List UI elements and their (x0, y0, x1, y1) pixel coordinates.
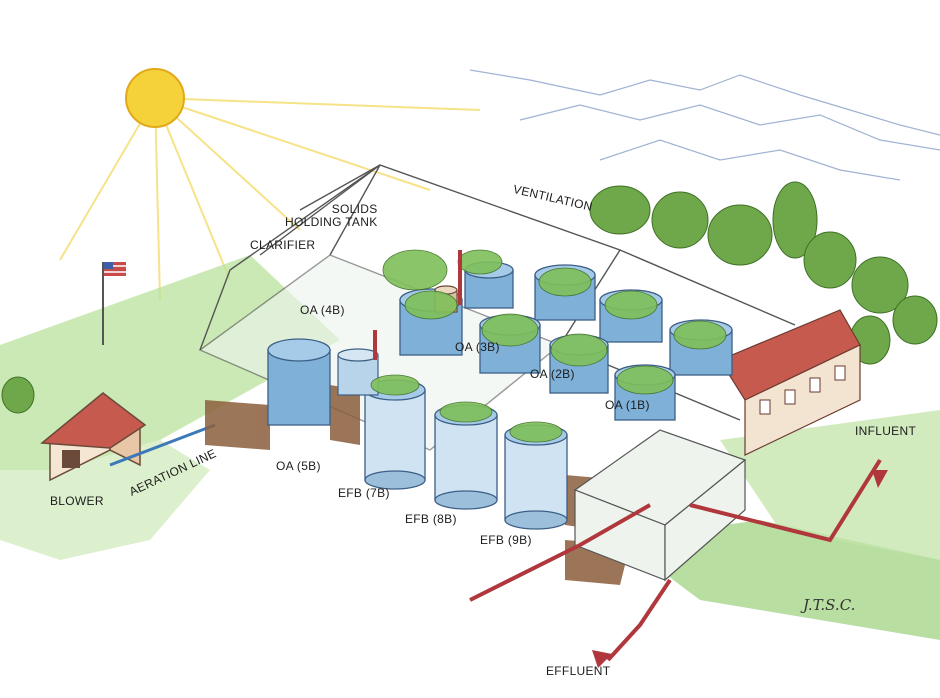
label-solids-holding-tank: SOLIDS HOLDING TANK (285, 203, 378, 229)
label-effluent: EFFLUENT (546, 664, 610, 678)
label-efb-7b: EFB (7B) (338, 486, 390, 500)
label-efb-8b: EFB (8B) (405, 512, 457, 526)
label-oa-5b: OA (5B) (276, 459, 321, 473)
efb-tank-7b (365, 380, 425, 489)
label-oa-4b: OA (4B) (300, 303, 345, 317)
label-influent: INFLUENT (855, 424, 916, 438)
label-clarifier: CLARIFIER (250, 238, 315, 252)
label-efb-9b: EFB (9B) (480, 533, 532, 547)
oa-tank-5b (268, 339, 330, 425)
label-blower: BLOWER (50, 494, 104, 508)
label-oa-3b: OA (3B) (455, 340, 500, 354)
label-oa-1b: OA (1B) (605, 398, 650, 412)
label-oa-2b: OA (2B) (530, 367, 575, 381)
artist-signature: J.T.S.C. (803, 596, 855, 614)
mountains (470, 70, 940, 180)
